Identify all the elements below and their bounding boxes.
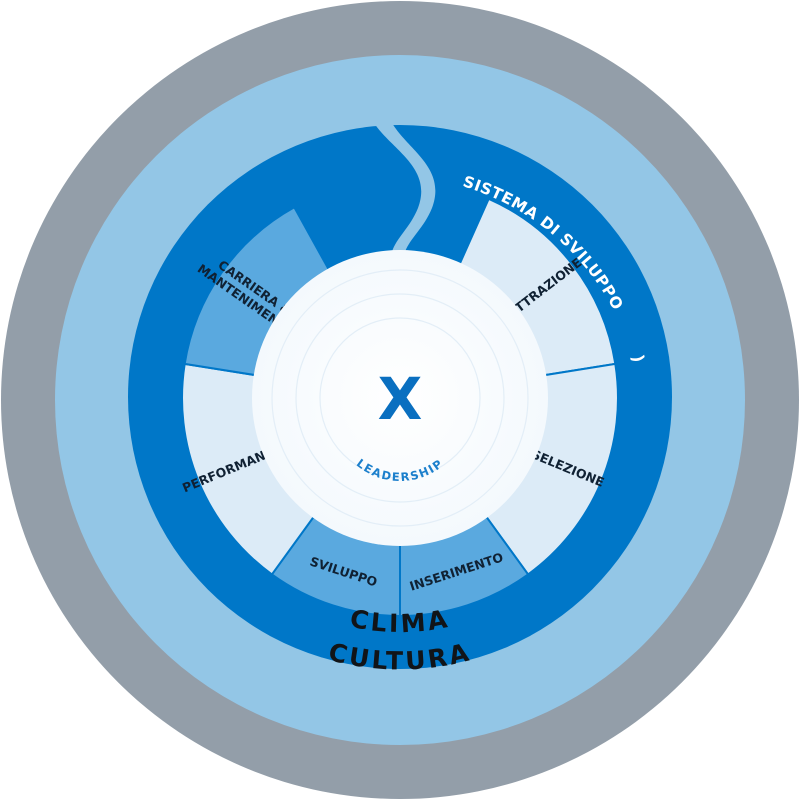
center-guide-ring xyxy=(295,293,505,503)
x-logo: X xyxy=(378,365,423,433)
center-disc xyxy=(252,250,548,546)
ring-channel xyxy=(374,123,436,252)
center-guide-ring xyxy=(271,269,529,527)
center-guide-ring xyxy=(319,317,481,479)
clima-label: CLIMA xyxy=(348,604,452,638)
sistema-bracket-glyph: ) xyxy=(628,353,648,364)
